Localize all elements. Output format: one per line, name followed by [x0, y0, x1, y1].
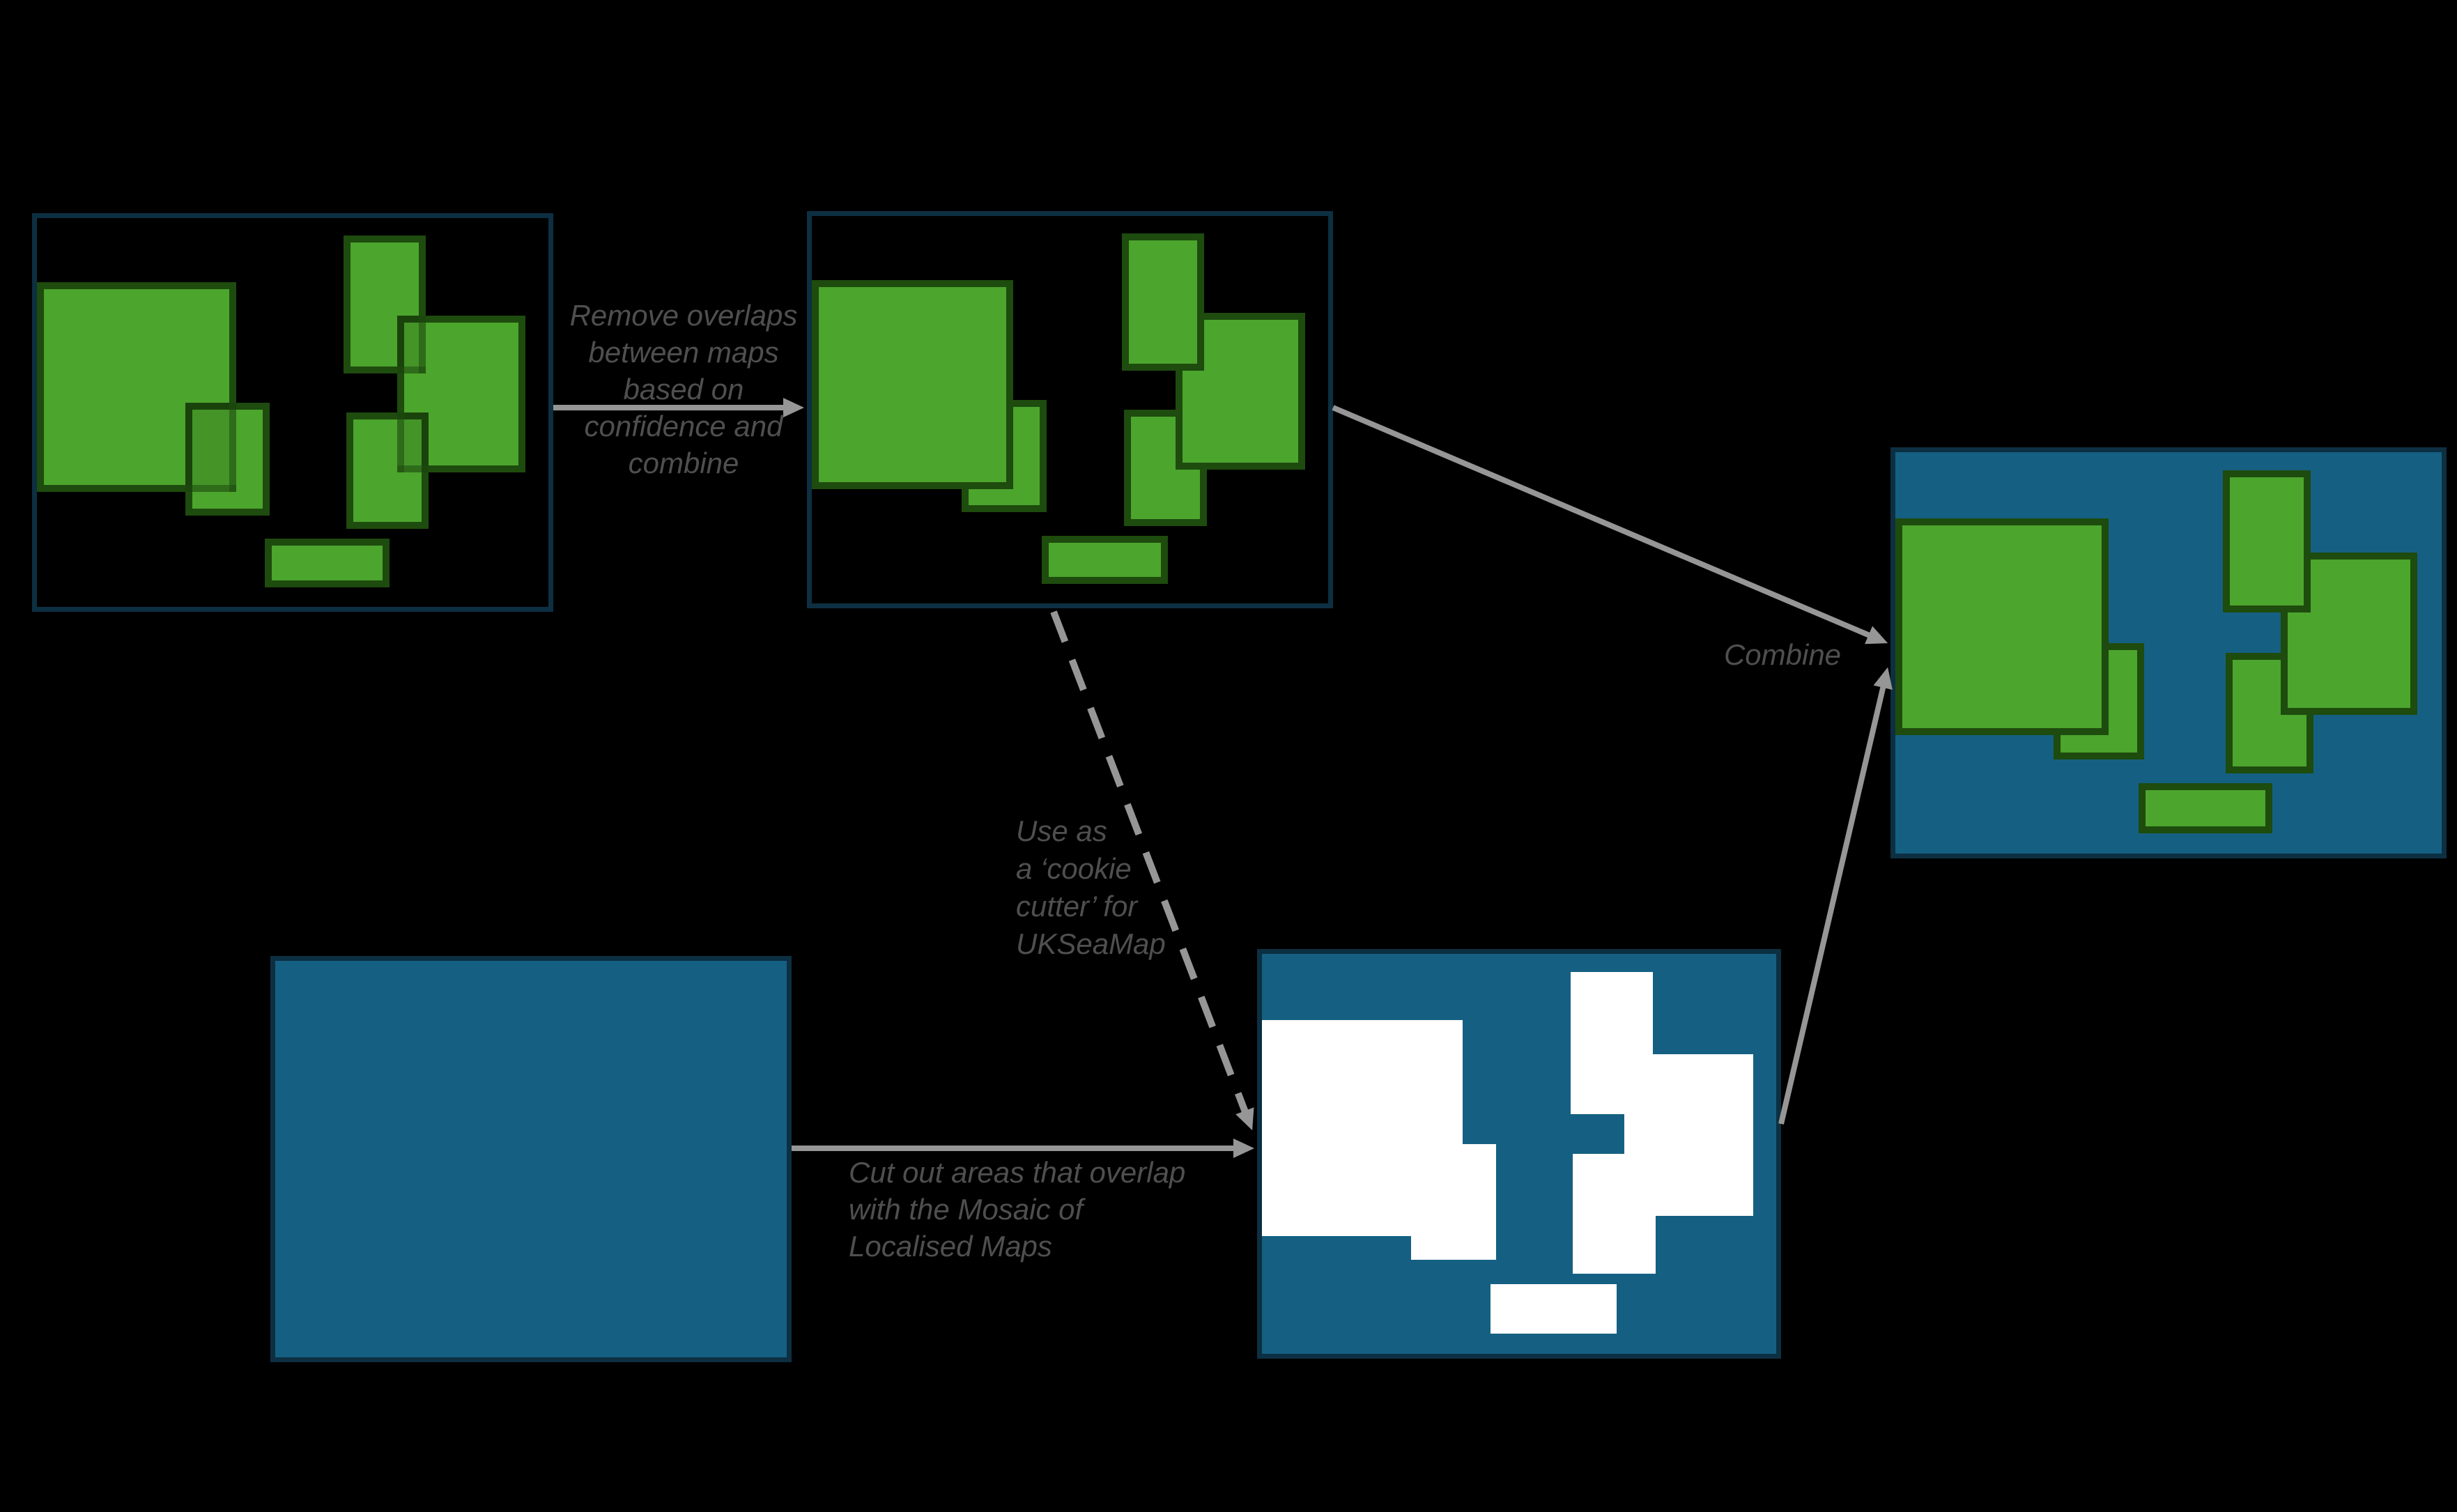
arrow-line — [553, 405, 786, 410]
label-line: between maps — [588, 336, 779, 369]
overlap-border-ghost — [397, 412, 405, 473]
overlap-border-ghost — [397, 465, 429, 473]
arrow-line — [1778, 684, 1886, 1125]
map-region-rect — [1895, 518, 2109, 736]
map-region-rect — [2223, 470, 2311, 613]
label-combine: Combine — [1678, 636, 1887, 673]
cutout-region — [1491, 1283, 1617, 1334]
map-region-rect — [37, 282, 237, 493]
label-remove-overlaps: Remove overlaps between maps based on co… — [509, 297, 858, 481]
label-line: with the Mosaic of — [849, 1193, 1084, 1226]
arrow-combine-bottom — [1778, 665, 1897, 1125]
panel-ukseamap — [270, 956, 792, 1362]
label-cookie-cutter: Use as a ‘cookie cutter’ for UKSeaMap — [1016, 812, 1253, 963]
overlap-region — [185, 403, 237, 493]
arrow-head — [783, 398, 804, 417]
overlap-border-ghost — [418, 315, 426, 374]
panel-localised-maps-with-overlaps — [32, 213, 553, 612]
map-region-rect — [264, 539, 390, 588]
arrow-line — [1332, 405, 1872, 639]
cutout-region — [1573, 1154, 1656, 1274]
label-line: a ‘cookie — [1016, 852, 1132, 885]
cutout-region — [1411, 1143, 1496, 1260]
label-line: Cut out areas that overlap — [849, 1156, 1186, 1189]
map-region-rect — [1121, 233, 1205, 371]
map-region-rect — [1041, 535, 1169, 585]
label-line: confidence and — [584, 410, 783, 442]
label-line: Use as — [1016, 815, 1107, 847]
label-line: combine — [628, 447, 739, 479]
arrow-head — [1235, 1106, 1262, 1134]
overlap-border-ghost — [185, 485, 237, 493]
arrow-combine-top — [1332, 405, 1892, 652]
overlap-border-ghost — [229, 403, 237, 493]
map-region-rect — [185, 403, 270, 516]
panel-localised-maps-combined — [807, 211, 1333, 608]
label-line: Combine — [1723, 638, 1842, 671]
overlap-border-ghost — [397, 367, 426, 374]
label-cut-out: Cut out areas that overlap with the Mosa… — [849, 1154, 1281, 1265]
arrow-line — [792, 1145, 1236, 1151]
arrow-head — [1233, 1139, 1254, 1158]
label-line: Remove overlaps — [569, 299, 798, 332]
label-line: UKSeaMap — [1016, 927, 1166, 960]
label-line: cutter’ for — [1016, 890, 1138, 923]
map-region-rect — [2138, 783, 2272, 834]
panel-ukseamap-with-cutouts — [1257, 949, 1781, 1359]
label-line: Localised Maps — [849, 1230, 1052, 1263]
map-region-rect — [812, 279, 1013, 489]
panel-final-combined-map — [1890, 447, 2447, 858]
label-line: based on — [623, 373, 744, 406]
